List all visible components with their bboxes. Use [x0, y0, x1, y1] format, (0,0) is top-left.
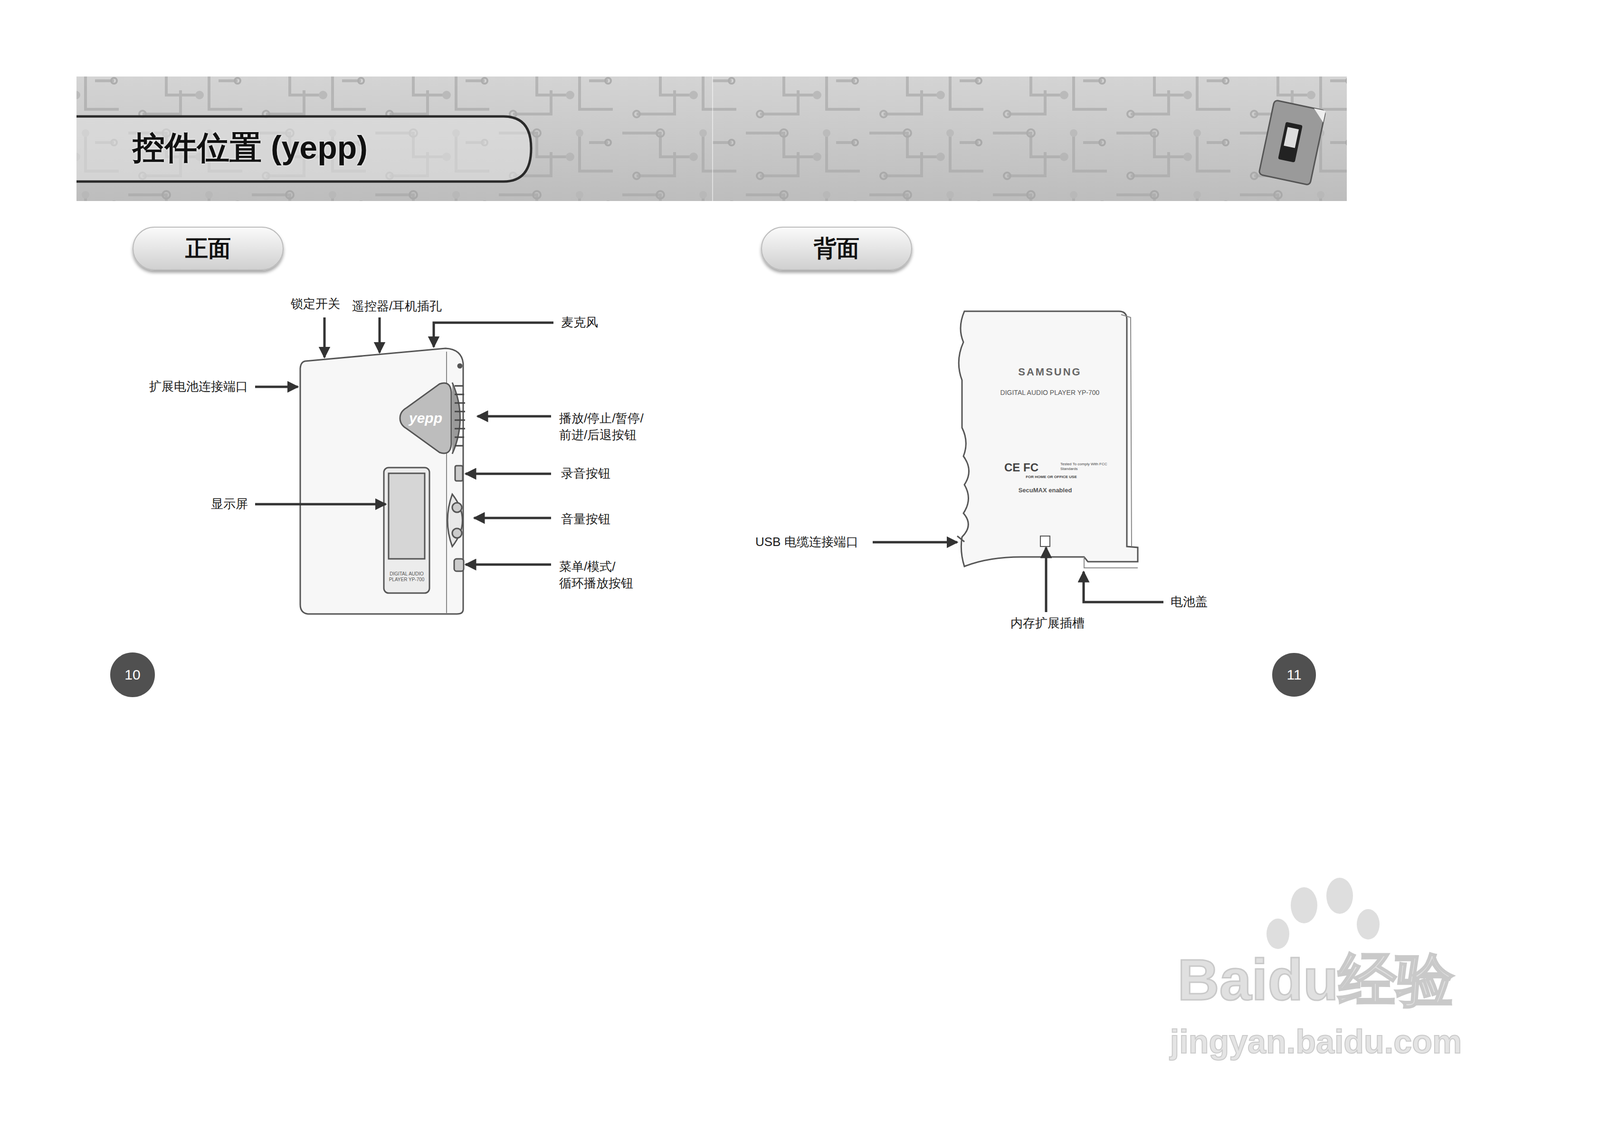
callout-label: USB 电缆连接端口 — [755, 533, 859, 551]
leader-lines — [255, 317, 1164, 612]
back-device — [957, 311, 1138, 568]
page-number-circle: 11 — [1272, 652, 1316, 696]
callout-label: 音量按钮 — [561, 510, 611, 528]
callout-label: 菜单/模式/ 循环播放按钮 — [559, 558, 640, 592]
cert-mark: CE FC — [1004, 459, 1039, 476]
callout-label: 录音按钮 — [561, 465, 611, 482]
callout-label: 电池盖 — [1170, 593, 1208, 610]
circuit-texture — [76, 76, 1347, 201]
device-print: SecuMAX enabled — [1018, 485, 1073, 495]
device-print: FOR HOME OR OFFICE USE — [1025, 474, 1077, 480]
page-number-circle: 10 — [110, 652, 155, 697]
callout-label: 麦克风 — [561, 314, 599, 331]
header-band — [76, 76, 1347, 201]
page-title: 控件位置 (yepp) — [132, 125, 368, 170]
callout-label: 锁定开关 — [290, 295, 341, 313]
section-pill: 背面 — [761, 226, 913, 271]
section-heading: 背面 — [813, 233, 860, 264]
callout-label: 显示屏 — [210, 495, 248, 513]
logo-text: yepp — [409, 408, 443, 429]
page-number: 11 — [1286, 666, 1302, 683]
callout-label: 内存扩展插槽 — [1010, 614, 1085, 632]
front-device — [300, 348, 466, 614]
device-print: DIGITAL AUDIO PLAYER YP-700 — [386, 571, 428, 583]
page-number: 10 — [124, 666, 141, 683]
watermark-paw — [1266, 877, 1380, 949]
watermark-url: jingyan.baidu.com — [1170, 1019, 1463, 1065]
header-card-icon — [1258, 99, 1326, 185]
callout-label: 播放/停止/暂停/ 前进/后退按钮 — [559, 409, 659, 444]
watermark: Baidu经验 — [1177, 940, 1455, 1020]
callout-label: 遥控器/耳机插孔 — [352, 297, 442, 315]
brand-name: SAMSUNG — [1018, 364, 1082, 380]
section-pill: 正面 — [132, 226, 284, 271]
callout-label: 扩展电池连接端口 — [149, 378, 248, 395]
title-tab — [76, 116, 532, 182]
device-print: Tested To comply With FCC Standards — [1060, 461, 1108, 471]
device-print: DIGITAL AUDIO PLAYER YP-700 — [995, 388, 1105, 397]
section-heading: 正面 — [185, 233, 231, 264]
